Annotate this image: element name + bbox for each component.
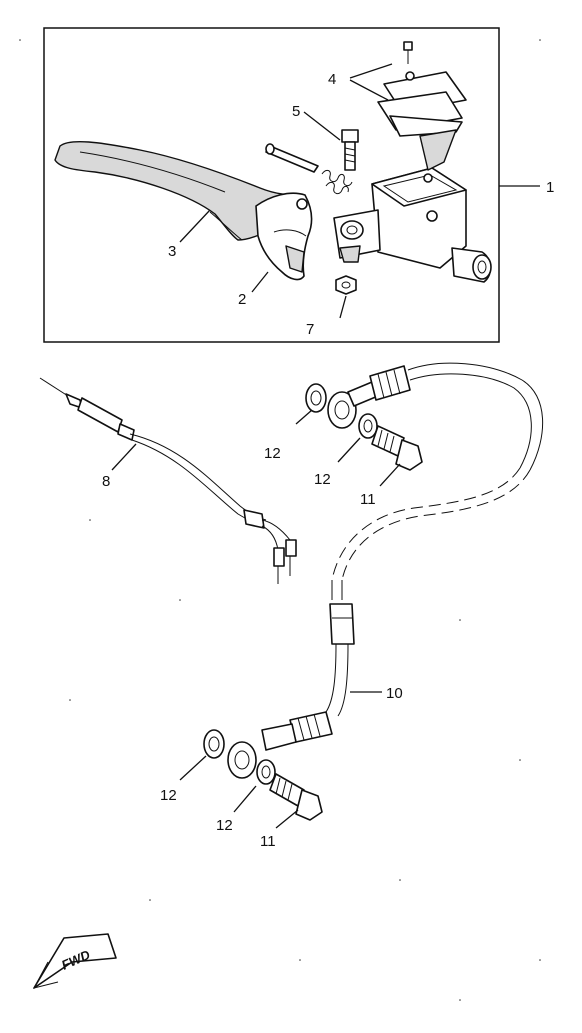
lock-nut (335, 275, 357, 295)
callout-12-upper-left: 12 (264, 445, 281, 462)
callout-12-upper-right: 12 (314, 471, 331, 488)
callout-11-upper: 11 (360, 491, 376, 508)
callout-10: 10 (386, 685, 403, 702)
pivot-bolt (341, 129, 359, 171)
upper-hose-fitting (305, 365, 423, 471)
master-cylinder-body (333, 167, 492, 283)
callout-4: 4 (328, 71, 336, 88)
callout-numbers: 1 2 3 4 5 7 8 10 12 12 11 12 12 11 (102, 71, 554, 850)
leader-lines (111, 63, 540, 829)
brake-switch-cable (39, 377, 297, 584)
reservoir-cap-diaphragm (377, 41, 467, 171)
callout-12-lower-right: 12 (216, 817, 233, 834)
callout-12-lower-left: 12 (160, 787, 177, 804)
brake-lever (54, 140, 309, 241)
callout-3: 3 (168, 243, 176, 260)
callout-2: 2 (238, 291, 246, 308)
scan-speckles (19, 39, 541, 1001)
lower-hose-fitting (203, 723, 323, 821)
brake-hose (289, 362, 544, 743)
assembly-frame (43, 27, 500, 343)
lever-bracket (255, 192, 313, 281)
callout-8: 8 (102, 473, 110, 490)
callout-7: 7 (306, 321, 314, 338)
pushrod-spring (265, 143, 353, 195)
fwd-arrow-icon: FWD (33, 933, 117, 989)
callout-5: 5 (292, 103, 300, 120)
callout-1: 1 (546, 179, 554, 196)
callout-11-lower: 11 (260, 833, 276, 850)
